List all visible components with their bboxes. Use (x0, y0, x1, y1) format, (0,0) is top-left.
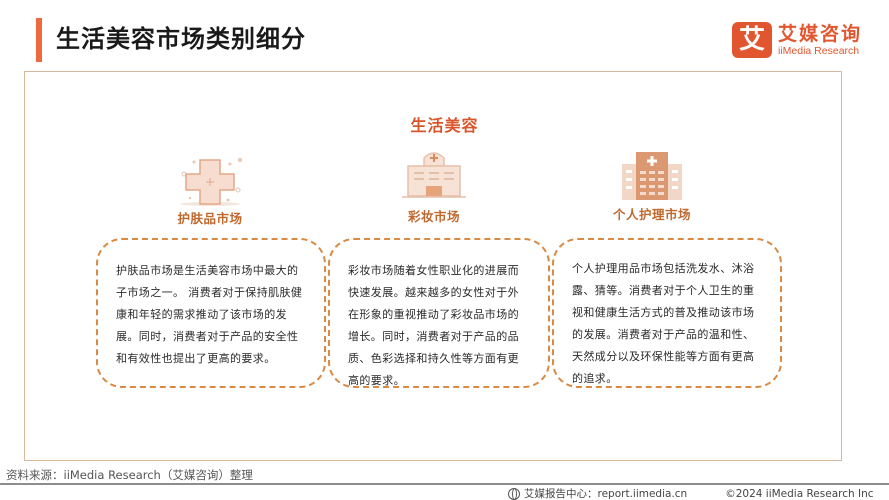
logo-mark-icon: 艾 (732, 22, 772, 58)
report-center-link[interactable]: 艾媒报告中心：report.iimedia.cn (524, 488, 688, 500)
clinic-building-icon (394, 148, 474, 204)
diagram-root-title: 生活美容 (410, 116, 479, 135)
description-card-makeup: 彩妆市场随着女性职业化的进展而快速发展。越来越多的女性对于外在形象的重视推动了彩… (328, 238, 550, 388)
logo-cn-text: 艾媒咨询 (778, 22, 863, 45)
brand-logo: 艾 艾媒咨询 iiMedia Research (732, 22, 862, 58)
category-label-makeup: 彩妆市场 (407, 209, 460, 224)
footer-info: 艾媒报告中心：report.iimedia.cn ©2024 iiMedia R… (508, 486, 874, 500)
source-note: 资料来源：iiMedia Research（艾媒咨询）整理 (6, 468, 253, 482)
medical-cross-icon (170, 152, 250, 208)
globe-icon (508, 487, 520, 500)
logo-en-text: iiMedia Research (778, 44, 860, 57)
description-text: 护肤品市场是生活美容市场中最大的子市场之一。 消费者对于保持肌肤健康和年轻的需求… (116, 264, 303, 365)
description-text: 彩妆市场随着女性职业化的进展而快速发展。越来越多的女性对于外在形象的重视推动了彩… (348, 264, 519, 387)
page-title: 生活美容市场类别细分 (56, 25, 306, 53)
copyright-text: ©2024 iiMedia Research Inc (725, 487, 874, 500)
footer-divider (0, 483, 889, 485)
description-text: 个人护理用品市场包括洗发水、沐浴露、猜等。消费者对于个人卫生的重视和健康生活方式… (572, 262, 755, 385)
hospital-building-icon (612, 148, 692, 204)
category-label-personal-care: 个人护理市场 (612, 207, 691, 222)
title-accent-bar (36, 18, 42, 62)
category-label-skincare: 护肤品市场 (177, 211, 243, 226)
description-card-personal-care: 个人护理用品市场包括洗发水、沐浴露、猜等。消费者对于个人卫生的重视和健康生活方式… (552, 238, 782, 388)
description-card-skincare: 护肤品市场是生活美容市场中最大的子市场之一。 消费者对于保持肌肤健康和年轻的需求… (96, 238, 326, 388)
